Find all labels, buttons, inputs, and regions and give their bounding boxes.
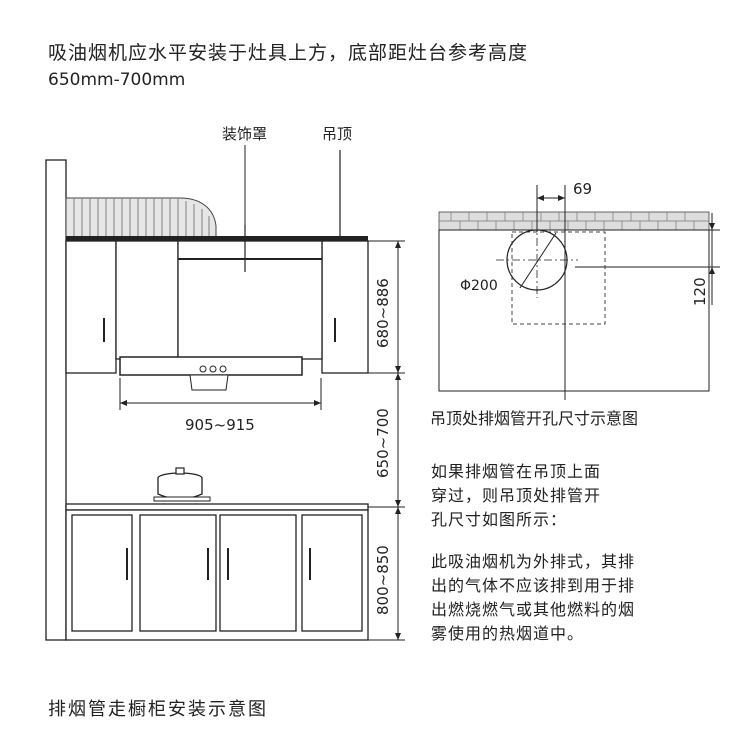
hood-width-label: 905~915 [185, 416, 255, 434]
note-line: 出燃烧燃气或其他燃料的烟 [431, 600, 636, 619]
ceiling-hole-diagram [438, 185, 720, 400]
counter-height-label: 800~850 [374, 545, 392, 615]
decorative-cover-label: 装饰罩 [222, 125, 267, 143]
hole-diagram-caption: 吊顶处排烟管开孔尺寸示意图 [430, 409, 638, 428]
note-line: 穿过，则吊顶处排管开 [431, 486, 602, 505]
note-external-exhaust: 此吸油烟机为外排式，其排 出的气体不应该排到用于排 出燃烧燃气或其他燃料的烟 雾… [431, 550, 635, 646]
hole-diameter-label: Φ200 [460, 278, 498, 294]
range-hood [119, 145, 341, 391]
hood-to-stove-label: 650~700 [374, 408, 392, 478]
note-ceiling-pipe: 如果排烟管在吊顶上面 穿过，则吊顶处排管开 孔尺寸如图所示： [431, 460, 601, 532]
hole-offset-side-label: 120 [691, 277, 709, 306]
footer-caption: 排烟管走橱柜安装示意图 [48, 699, 268, 720]
note-line: 此吸油烟机为外排式，其排 [431, 552, 636, 571]
cabinet-height-label: 680~886 [374, 278, 392, 348]
upper-cabinets [65, 240, 369, 374]
heading-line-1: 吸油烟机应水平安装于灶具上方，底部距灶台参考高度 [48, 42, 529, 64]
pot [153, 467, 211, 502]
note-line: 雾使用的热烟道中。 [431, 624, 585, 643]
note-line: 孔尺寸如图所示： [431, 510, 568, 529]
hood-width-dimension [119, 378, 322, 410]
ceiling-line [66, 236, 368, 241]
vertical-dimensions [360, 240, 405, 641]
note-line: 出的气体不应该排到用于排 [431, 576, 636, 595]
exhaust-duct [65, 197, 217, 239]
note-line: 如果排烟管在吊顶上面 [431, 462, 602, 481]
base-cabinets [65, 503, 369, 641]
wall [45, 159, 67, 641]
hole-offset-top-label: 69 [573, 180, 592, 198]
heading-line-2: 650mm-700mm [48, 70, 186, 90]
ceiling-label: 吊顶 [322, 125, 352, 143]
